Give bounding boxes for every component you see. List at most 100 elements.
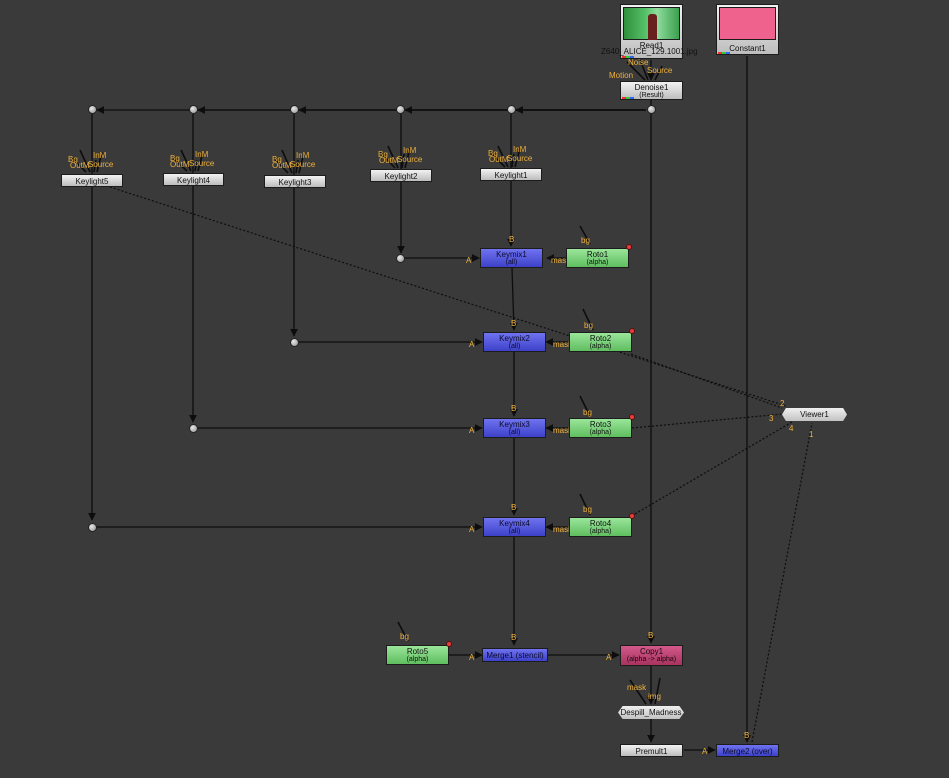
- dot-keylight2[interactable]: [396, 105, 405, 114]
- dot-keymix4-a[interactable]: [88, 523, 97, 532]
- read1-file-label: Z640_ALICE_129.1001.jpg: [601, 47, 698, 56]
- dot-keymix2-a[interactable]: [290, 338, 299, 347]
- read1-channel-green: [626, 56, 630, 58]
- roto3-sublabel: (alpha): [589, 429, 612, 436]
- keylight1-bg-label: Bg: [488, 149, 498, 158]
- read1-thumbnail: [623, 7, 680, 40]
- roto1-node[interactable]: Roto1 (alpha): [566, 248, 629, 268]
- keylight4-bg-label: Bg: [170, 154, 180, 163]
- keylight1-label: Keylight1: [494, 171, 528, 180]
- despill-madness-node[interactable]: Despill_Madness: [618, 706, 684, 719]
- copy1-node[interactable]: Copy1 (alpha -> alpha): [620, 645, 683, 666]
- keymix2-node[interactable]: Keymix2 (all): [483, 332, 546, 352]
- viewer1-input-1-label: 1: [809, 430, 814, 439]
- constant1-label: Constant1: [729, 44, 766, 53]
- keylight2-inm-label: InM: [403, 146, 417, 155]
- keylight4-node[interactable]: Keylight4: [163, 173, 224, 186]
- dot-denoise-out[interactable]: [647, 105, 656, 114]
- constant1-channel-blue: [726, 52, 730, 54]
- merge2-node[interactable]: Merge2 (over): [716, 744, 779, 757]
- keymix3-sublabel: (all): [508, 429, 521, 436]
- roto2-sublabel: (alpha): [589, 343, 612, 350]
- keylight4-label: Keylight4: [177, 176, 210, 185]
- despill-img-label: img: [648, 692, 661, 701]
- keymix4-a-label: A: [469, 525, 475, 534]
- roto1-bg-label: bg: [581, 236, 590, 245]
- keylight1-node[interactable]: Keylight1: [480, 168, 542, 181]
- keylight2-node[interactable]: Keylight2: [370, 169, 432, 182]
- roto2-node[interactable]: Roto2 (alpha): [569, 332, 632, 352]
- denoise1-channel-red: [622, 97, 626, 99]
- keymix1-sublabel: (all): [505, 259, 518, 266]
- dot-keymix3-a[interactable]: [189, 424, 198, 433]
- roto3-bg-label: bg: [583, 408, 592, 417]
- merge1-b-label: B: [511, 633, 517, 642]
- dot-keymix1-a[interactable]: [396, 254, 405, 263]
- copy1-b-label: B: [648, 631, 654, 640]
- copy1-sublabel: (alpha -> alpha): [626, 656, 677, 663]
- keymix4-mask-label: mask: [553, 525, 573, 534]
- merge1-label: Merge1 (stencil): [486, 651, 544, 660]
- keymix4-node[interactable]: Keymix4 (all): [483, 517, 546, 537]
- read1-channel-red: [622, 56, 626, 58]
- keymix4-b-label: B: [511, 503, 517, 512]
- keylight1-outm-label: OutM: [489, 155, 509, 164]
- denoise-noise-input-label: Noise: [628, 58, 649, 67]
- dot-keylight1[interactable]: [507, 105, 516, 114]
- keylight3-bg-label: Bg: [272, 155, 282, 164]
- dot-keylight3[interactable]: [290, 105, 299, 114]
- keylight5-node[interactable]: Keylight5: [61, 174, 123, 187]
- keymix1-node[interactable]: Keymix1 (all): [480, 248, 543, 268]
- merge2-a-label: A: [702, 747, 708, 756]
- read1-channel-blue: [630, 56, 634, 58]
- roto2-label: Roto2: [589, 334, 612, 343]
- keymix4-label: Keymix4: [499, 519, 530, 528]
- keylight1-source-label: Source: [507, 154, 533, 163]
- read1-label: Read1: [639, 41, 664, 50]
- roto5-label: Roto5: [406, 647, 429, 656]
- premult1-node[interactable]: Premult1: [620, 744, 683, 757]
- denoise1-node[interactable]: Denoise1 (Result): [620, 81, 683, 100]
- keylight3-node[interactable]: Keylight3: [264, 175, 326, 188]
- keylight5-inm-label: InM: [93, 151, 107, 160]
- denoise1-channel-blue: [630, 97, 634, 99]
- viewer1-input-4-label: 4: [789, 424, 794, 433]
- viewer1-node[interactable]: Viewer1: [782, 408, 847, 421]
- constant1-node[interactable]: Constant1: [716, 4, 779, 55]
- keymix3-node[interactable]: Keymix3 (all): [483, 418, 546, 438]
- keylight3-outm-label: OutM: [272, 161, 292, 170]
- keylight5-bg-label: Bg: [68, 155, 78, 164]
- keymix2-sublabel: (all): [508, 343, 521, 350]
- constant1-channel-red: [718, 52, 722, 54]
- roto3-node[interactable]: Roto3 (alpha): [569, 418, 632, 438]
- merge1-node[interactable]: Merge1 (stencil): [482, 648, 548, 662]
- keylight3-inm-label: InM: [296, 151, 310, 160]
- denoise1-label: Denoise1: [634, 83, 669, 92]
- despill-madness-label: Despill_Madness: [620, 708, 682, 717]
- roto5-node[interactable]: Roto5 (alpha): [386, 645, 449, 665]
- merge2-b-label: B: [744, 731, 750, 740]
- dot-keylight4[interactable]: [189, 105, 198, 114]
- keymix1-label: Keymix1: [496, 250, 527, 259]
- merge2-label: Merge2 (over): [722, 747, 773, 756]
- keylight4-outm-label: OutM: [170, 160, 190, 169]
- keymix2-a-label: A: [469, 340, 475, 349]
- read1-node[interactable]: Read1: [620, 4, 683, 59]
- copy1-a-label: A: [606, 653, 612, 662]
- roto1-sublabel: (alpha): [586, 259, 609, 266]
- keymix3-a-label: A: [469, 426, 475, 435]
- keylight3-label: Keylight3: [278, 178, 312, 187]
- roto1-error-indicator: [626, 244, 632, 250]
- keylight1-inm-label: InM: [513, 145, 527, 154]
- merge1-a-label: A: [469, 653, 475, 662]
- roto3-label: Roto3: [589, 420, 612, 429]
- dot-keylight5[interactable]: [88, 105, 97, 114]
- roto4-node[interactable]: Roto4 (alpha): [569, 517, 632, 537]
- roto1-label: Roto1: [586, 250, 609, 259]
- keylight4-inm-label: InM: [195, 150, 209, 159]
- roto2-error-indicator: [629, 328, 635, 334]
- roto4-error-indicator: [629, 513, 635, 519]
- keymix1-b-label: B: [509, 235, 515, 244]
- copy1-label: Copy1: [639, 647, 664, 656]
